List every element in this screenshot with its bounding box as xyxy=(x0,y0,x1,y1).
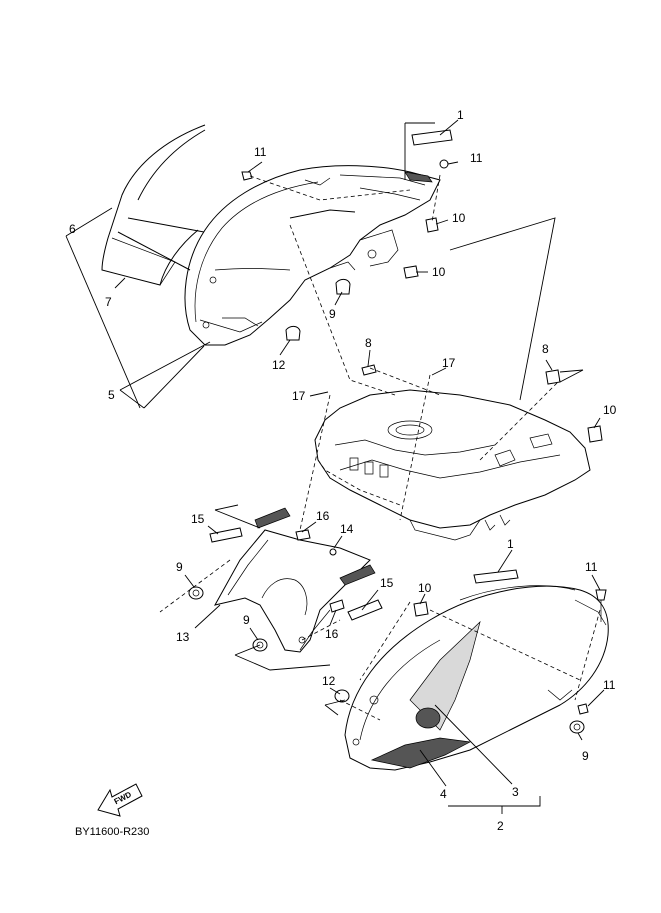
callout-16-low: 16 xyxy=(325,627,339,641)
callout-12-low: 12 xyxy=(322,674,336,688)
lower-bracket-part-13 xyxy=(214,529,371,653)
callout-17-left: 17 xyxy=(292,389,306,403)
callout-4: 4 xyxy=(440,787,447,801)
callout-9-top: 9 xyxy=(329,307,336,321)
group-bracket-lines xyxy=(214,122,584,716)
clips-part-16 xyxy=(295,529,345,613)
emblem-strip-part-1-mid xyxy=(473,569,519,584)
side-panel-part-6 xyxy=(101,124,206,286)
callout-7: 7 xyxy=(105,295,112,309)
callout-11-top-left: 11 xyxy=(254,145,267,159)
callout-11-low-far: 11 xyxy=(603,678,616,692)
callout-15-right: 15 xyxy=(380,576,394,590)
callout-9-left: 9 xyxy=(176,560,183,574)
callout-1-mid: 1 xyxy=(507,537,514,551)
fuel-tank xyxy=(314,389,591,541)
side-cover-part-2 xyxy=(344,585,609,771)
callout-8-left: 8 xyxy=(365,336,372,350)
callout-2: 2 xyxy=(497,819,504,833)
callout-3: 3 xyxy=(512,785,519,799)
callout-numbers: 1 11 11 10 10 6 7 5 9 12 8 17 8 17 10 15… xyxy=(69,108,617,833)
callout-11-low-right: 11 xyxy=(585,560,598,574)
callout-10-mid: 10 xyxy=(432,265,446,279)
side-cover-part-4-trim xyxy=(370,737,472,769)
callout-15-left: 15 xyxy=(191,512,205,526)
callout-10-top: 10 xyxy=(452,211,466,225)
tank-cover-part-5 xyxy=(184,165,441,346)
leader-lines xyxy=(65,119,605,814)
callout-6: 6 xyxy=(69,222,76,236)
callout-16-top: 16 xyxy=(316,509,330,523)
fasteners-top xyxy=(241,159,449,341)
drawing-code: BY11600-R230 xyxy=(75,826,149,838)
callout-10-right: 10 xyxy=(603,403,617,417)
fwd-arrow-icon: FWD xyxy=(97,783,143,817)
callout-1-top: 1 xyxy=(457,108,464,122)
side-panel-part-7-stripe xyxy=(111,237,176,286)
callout-17-right: 17 xyxy=(442,356,456,370)
callout-12-top: 12 xyxy=(272,358,286,372)
inserts-part-8 xyxy=(361,364,561,385)
rubber-strips-part-15 xyxy=(209,507,383,621)
callout-9-mid: 9 xyxy=(243,613,250,627)
callout-13: 13 xyxy=(176,630,190,644)
callout-8-right: 8 xyxy=(542,342,549,356)
side-cover-part-3-emblem-panel xyxy=(409,620,481,731)
callout-9-right: 9 xyxy=(582,749,589,763)
callout-11-top-right: 11 xyxy=(470,151,483,165)
grommets-part-9 xyxy=(188,586,585,734)
callout-14: 14 xyxy=(340,522,354,536)
connection-lines xyxy=(159,174,601,721)
callout-10-low: 10 xyxy=(418,581,432,595)
bushings-part-10 xyxy=(413,425,603,617)
callout-5: 5 xyxy=(108,388,115,402)
emblem-strip-part-1-top xyxy=(411,129,453,146)
